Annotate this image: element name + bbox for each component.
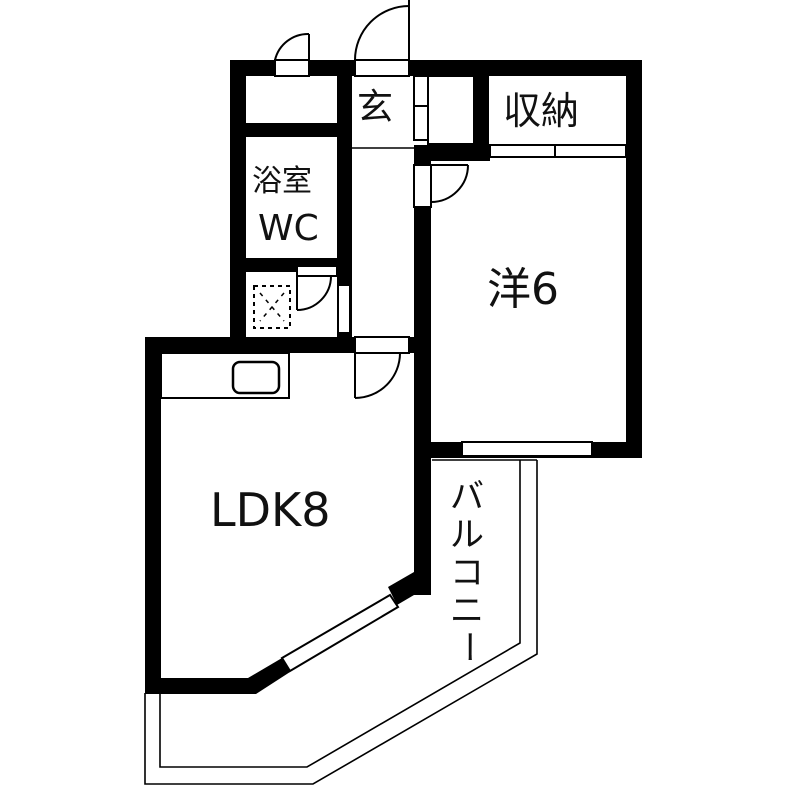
room-label-balcony: バ ル コ ニ ー xyxy=(447,478,487,672)
balcony-char: バ xyxy=(450,477,484,517)
balcony-char: ル xyxy=(450,515,484,556)
room-label-western: 洋6 xyxy=(487,264,559,315)
balcony-char: コ xyxy=(450,553,484,594)
balcony-char: ニ xyxy=(450,591,484,632)
room-label-storage: 収納 xyxy=(503,89,580,133)
balcony-char: ー xyxy=(447,630,488,665)
washroom-door xyxy=(296,265,351,334)
western-room-door xyxy=(413,164,469,208)
room-label-wc: WC xyxy=(258,208,319,249)
western-room-window xyxy=(461,441,593,457)
balcony-outline xyxy=(144,459,538,785)
sink-icon xyxy=(231,360,281,395)
ldk-angled-window xyxy=(280,593,400,673)
ldk-door xyxy=(354,336,410,399)
storage-closet-doors xyxy=(489,144,627,158)
entrance-door xyxy=(354,0,410,77)
room-label-genkan: 玄 xyxy=(357,87,394,128)
upper-storage-door xyxy=(274,32,310,77)
walls xyxy=(145,60,642,694)
room-label-ldk: LDK8 xyxy=(210,483,331,537)
shoe-closet xyxy=(413,75,475,145)
washing-machine-space xyxy=(253,285,291,329)
room-label-bath: 浴室 xyxy=(252,164,312,199)
kitchen-counter xyxy=(160,352,290,399)
